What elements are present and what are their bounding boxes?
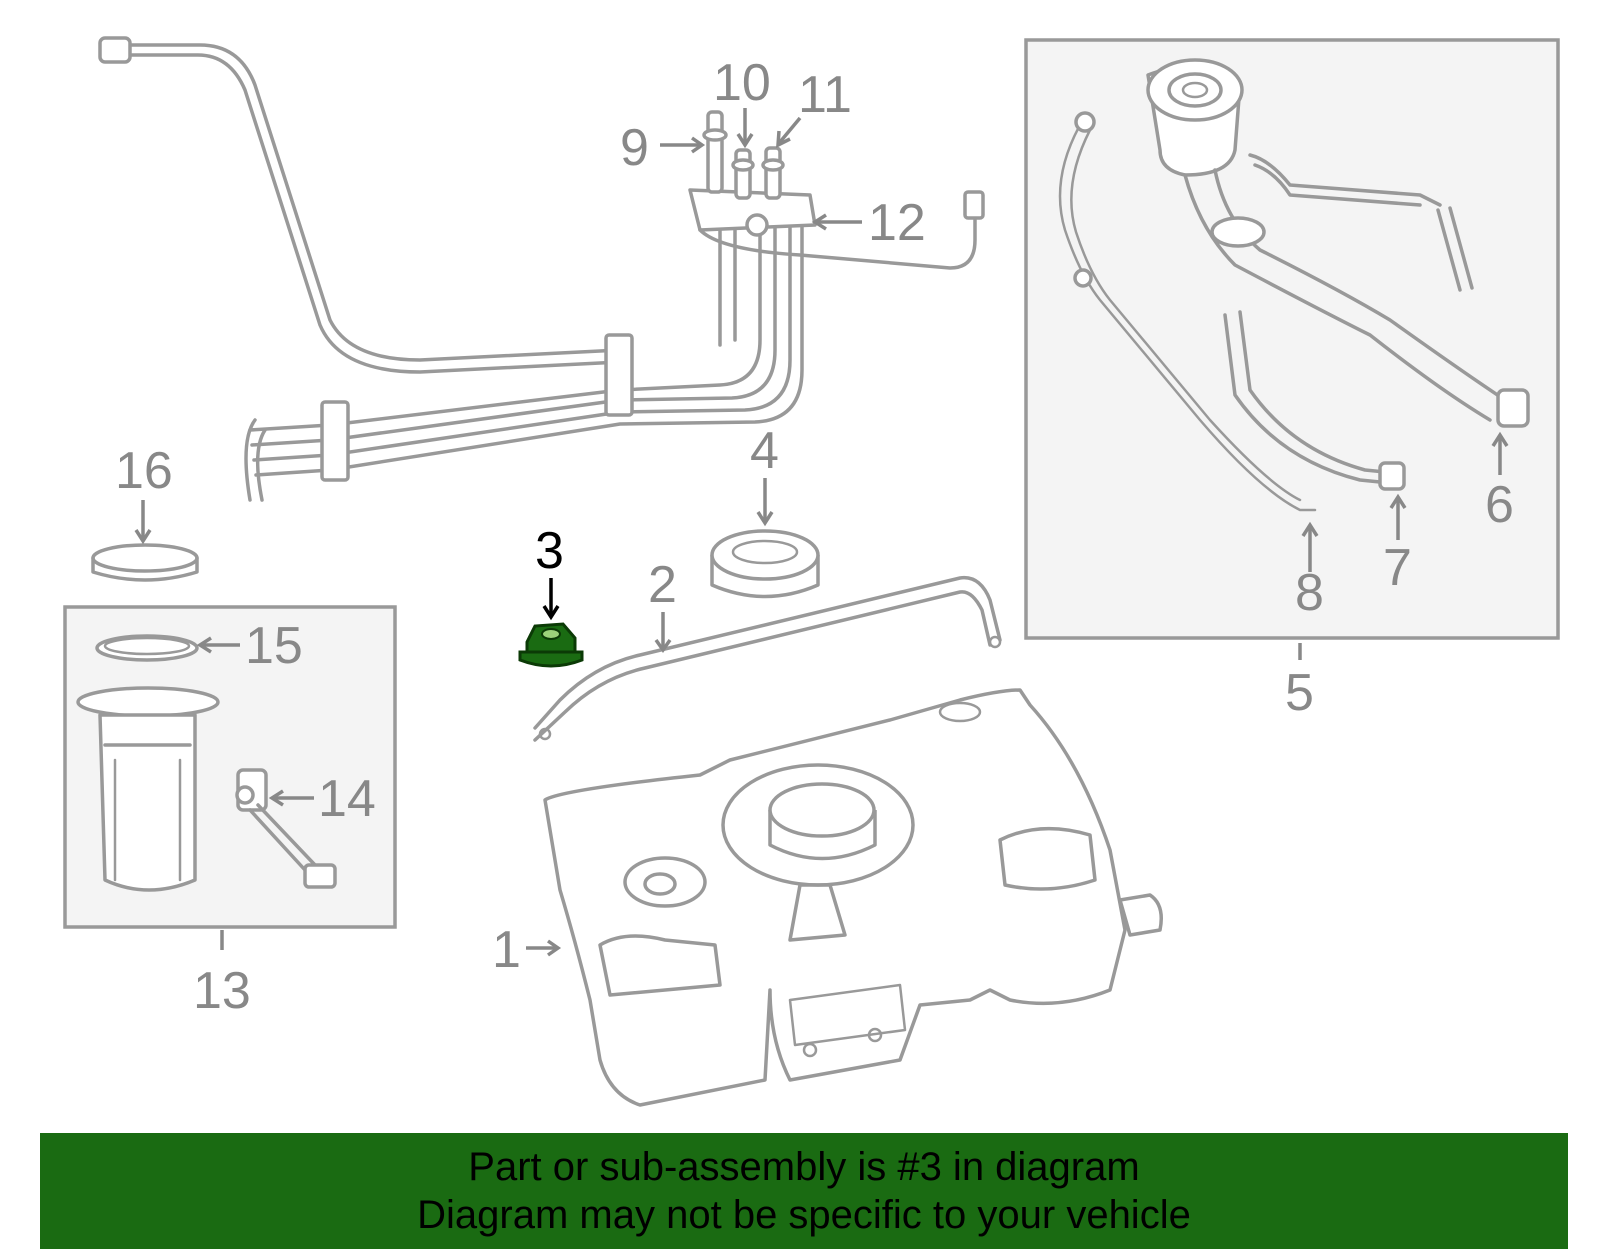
lock-ring: [91, 543, 199, 582]
part-3-nut-highlighted[interactable]: [518, 622, 584, 668]
label-part-1: 1: [492, 921, 521, 979]
label-part-8: 8: [1295, 564, 1324, 622]
callout-labels: 1 2 3 4 5 6 7 8 9 10 11 12 13 14 15 16: [115, 54, 1514, 1020]
info-banner: Part or sub-assembly is #3 in diagram Di…: [40, 1133, 1568, 1249]
banner-line-1: Part or sub-assembly is #3 in diagram: [468, 1145, 1140, 1189]
label-part-2: 2: [648, 556, 677, 614]
label-part-13: 13: [193, 962, 251, 1020]
callout-arrows: [134, 108, 1509, 957]
label-part-10: 10: [713, 54, 771, 112]
banner-line-2: Diagram may not be specific to your vehi…: [417, 1193, 1191, 1237]
label-part-16: 16: [115, 442, 173, 500]
fuel-tank: [543, 688, 1163, 1107]
label-part-3[interactable]: 3: [535, 522, 564, 580]
fuel-pump-module-box: [63, 605, 397, 929]
label-part-11: 11: [798, 66, 852, 124]
tank-strap: [533, 575, 1002, 742]
label-part-6: 6: [1485, 476, 1514, 534]
label-part-7: 7: [1383, 539, 1412, 597]
pump-cap: [710, 529, 820, 599]
filler-assembly-box: [1024, 38, 1560, 640]
label-part-9: 9: [620, 119, 649, 177]
label-part-12: 12: [868, 194, 926, 252]
label-part-15: 15: [245, 617, 303, 675]
fuel-line-bundle: [98, 36, 985, 502]
label-part-5: 5: [1285, 664, 1314, 722]
label-part-4: 4: [750, 422, 779, 480]
label-part-14: 14: [318, 770, 376, 828]
